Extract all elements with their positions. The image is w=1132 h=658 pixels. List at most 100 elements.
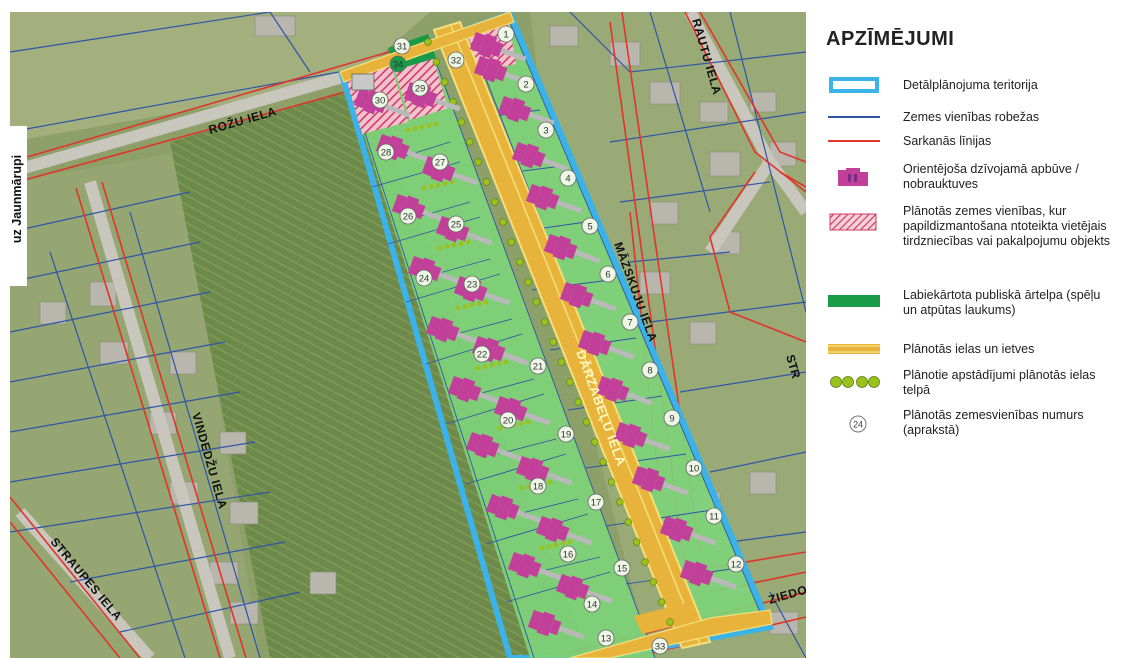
street-tree — [616, 498, 624, 506]
legend-label-territory: Detālplānojuma teritorija — [903, 78, 1038, 92]
plot-number-label: 19 — [561, 429, 572, 440]
plot-number-label: 4 — [565, 173, 570, 184]
legend-item-red-lines: Sarkanās līnijas — [806, 130, 1118, 152]
plot-number-marker — [529, 477, 547, 495]
street-tree — [441, 78, 449, 86]
plot-tree — [476, 301, 482, 306]
map-legend: APZĪMĒJUMI Detālplānojuma teritorija Zem… — [806, 12, 1118, 468]
public-space-swatch — [828, 295, 880, 307]
street-label-partial: STR — [783, 353, 803, 380]
house-footprint — [559, 282, 617, 312]
plot-number-label: 23 — [467, 279, 478, 290]
street-tree — [466, 138, 474, 146]
plot-number-marker — [685, 459, 703, 477]
plot-tree — [518, 421, 524, 426]
plot-tree — [435, 182, 441, 188]
territory-swatch — [829, 77, 879, 93]
detail-plan-map: 1234567891011122826242220181614272523211… — [10, 12, 806, 658]
legend-label-red-lines: Sarkanās līnijas — [903, 134, 992, 148]
plot-number-marker — [559, 545, 577, 563]
plot-number-label: 6 — [605, 269, 610, 280]
direction-sign: uz Jaunmārupi — [9, 126, 27, 286]
plot-tree — [489, 362, 495, 368]
plot-number-marker — [599, 265, 617, 283]
plot-number-marker — [727, 555, 745, 573]
street-tree — [532, 298, 541, 306]
plot-tree — [503, 359, 509, 365]
street-tree — [541, 318, 549, 326]
street-tree — [499, 218, 507, 226]
plot-number-marker — [705, 507, 723, 525]
plot-tree — [553, 542, 559, 548]
plot-number-marker — [473, 345, 491, 363]
street-swatch — [828, 344, 880, 354]
house-footprint — [595, 376, 653, 406]
house-footprint — [525, 184, 583, 214]
house-footprint — [543, 234, 601, 264]
street-trees — [405, 38, 674, 626]
house-footprint — [631, 466, 689, 496]
agricultural-field — [170, 92, 590, 658]
existing-building-plot-30 — [351, 73, 375, 91]
plot-number-marker — [537, 121, 555, 139]
plot-number-label: 9 — [669, 413, 674, 424]
plot-number-label: 17 — [591, 497, 602, 508]
plot-number-label: 30 — [375, 95, 386, 106]
plot-tree — [496, 361, 502, 366]
legend-label-boundaries: Zemes vienības robežas — [903, 110, 1040, 124]
plot-number-marker — [393, 37, 411, 55]
plot-tree — [567, 539, 573, 545]
house-footprint — [679, 560, 737, 590]
street-tree — [599, 458, 607, 466]
plot-number-swatch: 24 — [849, 415, 867, 433]
plot-number-label: 8 — [647, 365, 652, 376]
legend-label-public-space: Labiekārtota publiskā ārtelpa (spēļu un … — [903, 288, 1101, 317]
plot-number-label: 29 — [415, 83, 426, 94]
plot-number-marker — [389, 55, 407, 73]
plot-tree — [444, 244, 450, 249]
house-footprint — [555, 574, 613, 604]
house-footprint — [511, 142, 569, 172]
plot-tree — [433, 121, 439, 127]
legend-item-streets: Plānotās ielas un ietves — [806, 338, 1118, 360]
plot-number-marker — [411, 79, 429, 97]
plot-tree — [469, 302, 475, 308]
street-tree — [491, 198, 499, 206]
legend-label-streets: Plānotās ielas un ietves — [903, 342, 1035, 356]
plot-number-marker — [399, 207, 417, 225]
house-footprint — [507, 552, 565, 582]
greenery-swatch — [830, 376, 880, 388]
legend-item-greenery: Plānotie apstādījumi plānotās ielas telp… — [806, 368, 1118, 402]
street-tree — [582, 418, 591, 426]
plot-number-label: 34 — [393, 59, 404, 70]
plot-number-marker — [431, 153, 449, 171]
street-tree — [424, 38, 432, 46]
street-tree — [657, 598, 666, 606]
legend-label-plot-number: Plānotās zemesvienības numurs (aprakstā) — [903, 408, 1084, 437]
house-footprint — [659, 516, 717, 546]
plot-tree — [475, 365, 481, 371]
legend-item-commercial: Plānotās zemes vienības, kur papildizman… — [806, 204, 1118, 268]
plot-number-marker — [641, 361, 659, 379]
plot-tree — [412, 126, 418, 131]
plot-tree — [455, 305, 461, 311]
plot-number-marker — [497, 25, 515, 43]
plot-number-label: 7 — [627, 317, 632, 328]
buildings — [353, 32, 737, 640]
house-footprint — [535, 516, 593, 546]
legend-title: APZĪMĒJUMI — [826, 28, 955, 50]
plot-tree — [405, 127, 411, 133]
commercial-swatch — [829, 213, 877, 231]
plot-number-label: 11 — [709, 511, 719, 522]
plot-number-label: 24 — [419, 273, 430, 284]
street-tree — [624, 518, 632, 526]
plot-number-label: 26 — [403, 211, 414, 222]
street-tree — [574, 398, 582, 406]
plot-number-marker — [597, 629, 615, 647]
plot-tree — [437, 245, 443, 251]
plot-number-marker — [499, 411, 517, 429]
plot-number-marker — [371, 91, 389, 109]
planned-plots-area-east — [468, 18, 765, 634]
plot-tree — [419, 124, 425, 130]
plot-tree — [525, 419, 531, 425]
